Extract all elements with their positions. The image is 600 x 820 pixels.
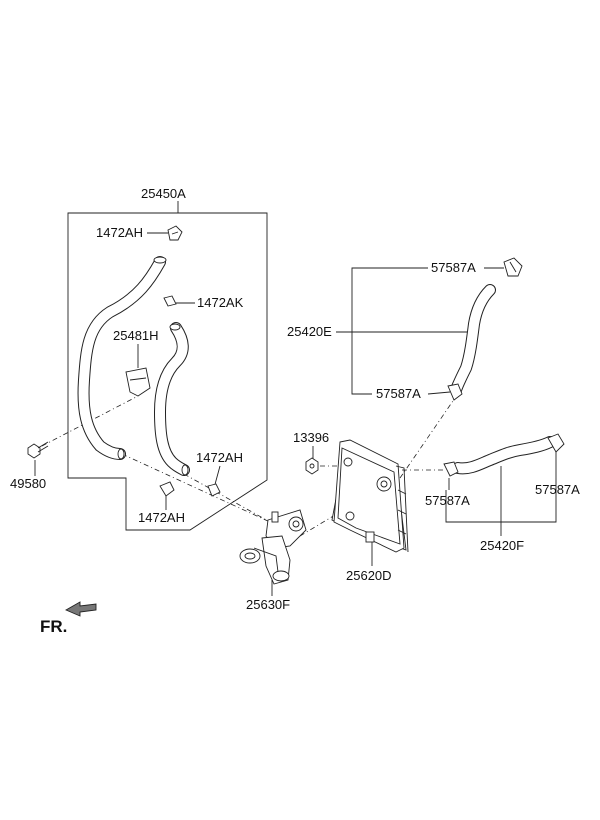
front-arrow-icon xyxy=(64,601,97,617)
label-1472ah-bot: 1472AH xyxy=(138,510,185,525)
clamp-57587a-2 xyxy=(447,383,463,401)
housing-25630f xyxy=(239,509,307,585)
oil-cooler-25620d xyxy=(331,439,409,553)
bolt-49580 xyxy=(27,441,49,459)
label-25420f: 25420F xyxy=(480,538,524,553)
label-1472ah-top: 1472AH xyxy=(96,225,143,240)
connection-line-3 xyxy=(183,473,271,523)
label-25481h: 25481H xyxy=(113,328,159,343)
clamp-1472ah-top xyxy=(167,225,183,241)
hose-middle-end-bottom xyxy=(181,464,189,476)
clamp-1472ak xyxy=(163,295,177,307)
label-13396: 13396 xyxy=(293,430,329,445)
hose-middle-end-top xyxy=(169,323,181,331)
label-1472ak: 1472AK xyxy=(197,295,244,310)
label-front: FR. xyxy=(40,617,67,636)
clamp-1472ah-bot xyxy=(159,481,175,497)
nut-13396 xyxy=(305,457,319,475)
clamp-57587a-1 xyxy=(503,257,523,277)
hose-left-end-bottom xyxy=(117,448,125,460)
label-57587a-4: 57587A xyxy=(535,482,580,497)
hose-left-end-top xyxy=(153,256,167,264)
clamp-1472ah-mid xyxy=(207,483,221,497)
label-57587a-2: 57587A xyxy=(376,386,421,401)
label-25630f: 25630F xyxy=(246,597,290,612)
connection-line-2 xyxy=(121,453,271,523)
connection-line-5 xyxy=(399,397,456,479)
hose-left-outer xyxy=(77,256,166,460)
leader-57587a-2 xyxy=(427,391,451,395)
hose-25420f-inner xyxy=(453,437,555,474)
hose-25420e-inner xyxy=(451,285,495,395)
label-25620d: 25620D xyxy=(346,568,392,583)
bracket-25481h xyxy=(125,367,151,397)
label-25420e: 25420E xyxy=(287,324,332,339)
group-frame-25450a xyxy=(67,201,268,531)
bracket-25420e xyxy=(351,267,428,395)
label-57587a-1: 57587A xyxy=(431,260,476,275)
clamp-57587a-3 xyxy=(443,461,459,477)
label-57587a-3: 57587A xyxy=(425,493,470,508)
hose-left-inner xyxy=(78,257,165,459)
hose-middle-inner xyxy=(155,323,189,475)
clamp-57587a-4 xyxy=(547,433,565,453)
label-25450a: 25450A xyxy=(141,186,186,201)
label-49580: 49580 xyxy=(10,476,46,491)
label-1472ah-mid: 1472AH xyxy=(196,450,243,465)
